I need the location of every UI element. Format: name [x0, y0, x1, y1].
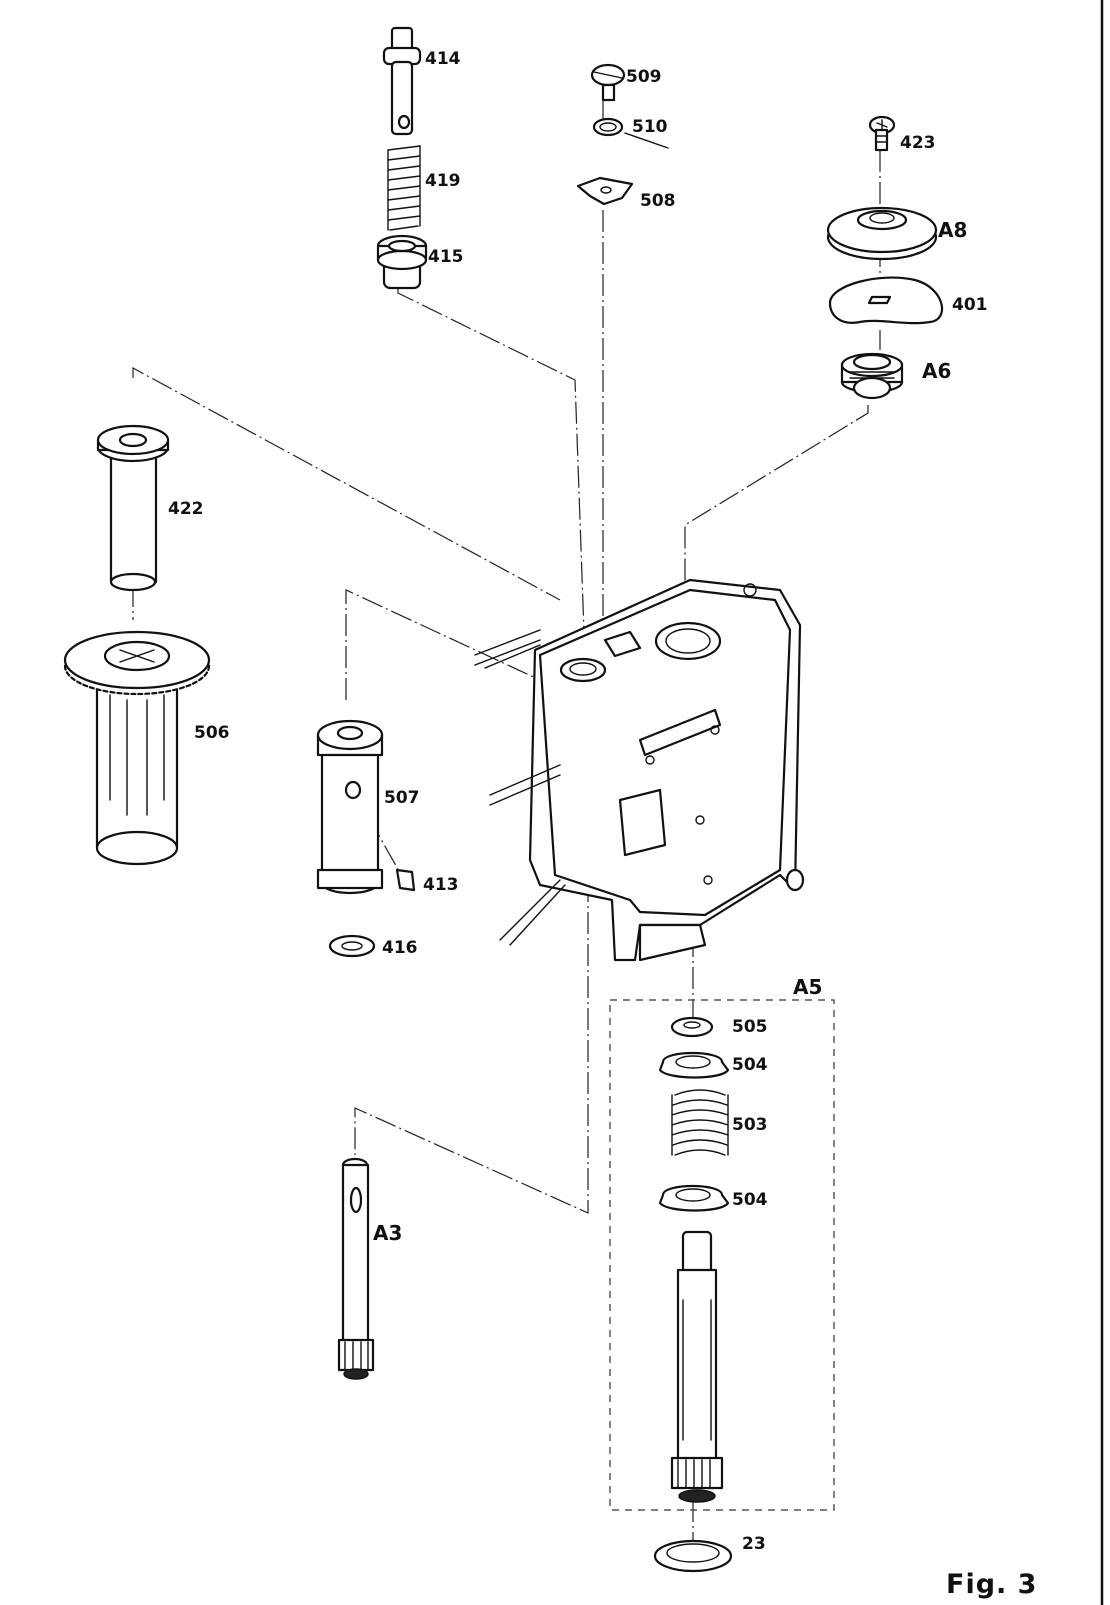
part-413-setscrew: [395, 868, 416, 892]
label-419: 419: [425, 171, 461, 191]
part-401-cam: [828, 276, 944, 325]
part-505-clip: [670, 1016, 714, 1038]
part-504-washer-upper: [658, 1051, 730, 1079]
label-413: 413: [423, 875, 459, 895]
part-a5-shaft: [670, 1230, 724, 1503]
figure-caption: Fig. 3: [946, 1569, 1037, 1600]
label-414: 414: [425, 49, 461, 69]
part-a3-shaft: [337, 1157, 375, 1380]
leader-lines: [132, 100, 881, 1545]
part-23-ring: [653, 1539, 733, 1573]
part-509-screw: [590, 63, 626, 102]
group-box-a5: [609, 999, 835, 1511]
part-414-pin: [382, 26, 422, 136]
label-510: 510: [632, 117, 668, 137]
label-506: 506: [194, 723, 230, 743]
label-group-a5: A5: [793, 975, 822, 999]
part-503-spring: [671, 1089, 729, 1156]
label-508: 508: [640, 191, 676, 211]
label-415: 415: [428, 247, 464, 267]
part-419-spring: [387, 145, 421, 231]
label-416: 416: [382, 938, 418, 958]
label-509: 509: [626, 67, 662, 87]
part-a8-dial: [826, 206, 938, 261]
label-422: 422: [168, 499, 204, 519]
part-422-tube: [96, 424, 170, 592]
part-507-cylinder: [316, 719, 384, 895]
part-416-washer: [328, 934, 376, 958]
label-507: 507: [384, 788, 420, 808]
part-504-washer-lower: [658, 1184, 730, 1212]
label-a6: A6: [922, 359, 951, 383]
label-505: 505: [732, 1017, 768, 1037]
part-423-screw: [868, 115, 896, 152]
label-a3: A3: [373, 1221, 402, 1245]
label-401: 401: [952, 295, 988, 315]
part-415-bushing: [376, 234, 428, 290]
label-504-upper: 504: [732, 1055, 768, 1075]
part-510-clip: [592, 117, 669, 149]
part-506-gear: [63, 630, 211, 866]
label-a8: A8: [938, 218, 967, 242]
label-504-lower: 504: [732, 1190, 768, 1210]
main-housing: [474, 578, 805, 962]
part-508-plate: [576, 176, 634, 206]
label-423: 423: [900, 133, 936, 153]
label-23: 23: [742, 1534, 766, 1554]
part-a6-knob: [840, 352, 904, 400]
label-503: 503: [732, 1115, 768, 1135]
